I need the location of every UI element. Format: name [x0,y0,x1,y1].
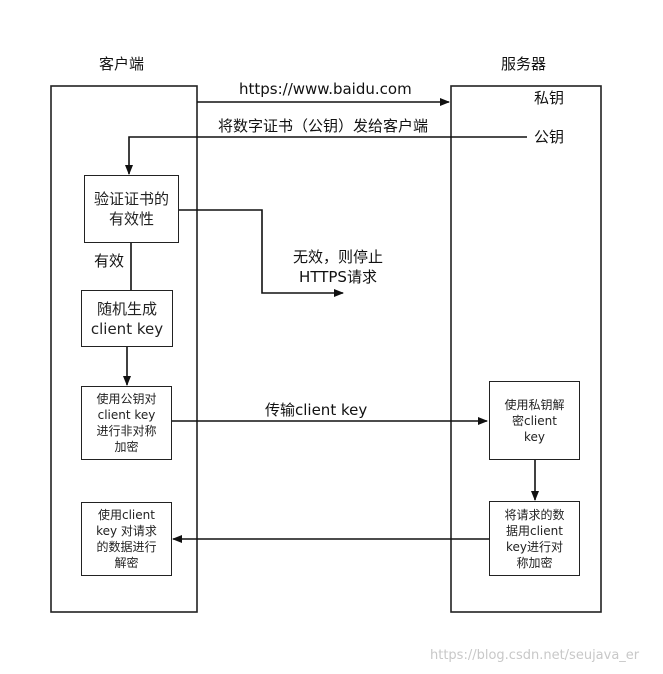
client-lane [50,85,198,613]
decrypt-data-box: 使用client key 对请求 的数据进行 解密 [81,502,172,576]
decrypt-key-box: 使用私钥解 密client key [489,381,580,460]
valid-label: 有效 [94,252,125,270]
encrypt-key-text: 使用公钥对 client key 进行非对称 加密 [96,392,157,454]
client-title: 客户端 [99,55,145,73]
transmit-key-label: 传输client key [265,401,368,419]
encrypt-key-box: 使用公钥对 client key 进行非对称 加密 [81,386,172,460]
cert-arrow [125,136,527,175]
encrypt-data-box: 将请求的数 据用client key进行对 称加密 [489,501,580,576]
verify-cert-box: 验证证书的 有效性 [84,175,179,243]
generate-key-text: 随机生成 client key [90,299,164,338]
watermark: https://blog.csdn.net/seujava_er [430,648,640,663]
encrypt-data-text: 将请求的数 据用client key进行对 称加密 [504,507,565,570]
server-title: 服务器 [501,55,547,73]
request-url-label: https://www.baidu.com [239,80,412,98]
public-key-label: 公钥 [534,128,565,146]
invalid-arrow [179,209,344,297]
send-cert-label: 将数字证书（公钥）发给客户端 [218,117,429,135]
verify-cert-text: 验证证书的 有效性 [93,190,169,228]
decrypt-key-text: 使用私钥解 密client key [504,397,565,444]
invalid-label: 无效，则停止 HTTPS请求 [293,248,384,286]
server-lane [450,85,602,613]
private-key-label: 私钥 [534,89,565,107]
decrypt-data-text: 使用client key 对请求 的数据进行 解密 [96,508,157,570]
generate-key-box: 随机生成 client key [81,290,173,347]
